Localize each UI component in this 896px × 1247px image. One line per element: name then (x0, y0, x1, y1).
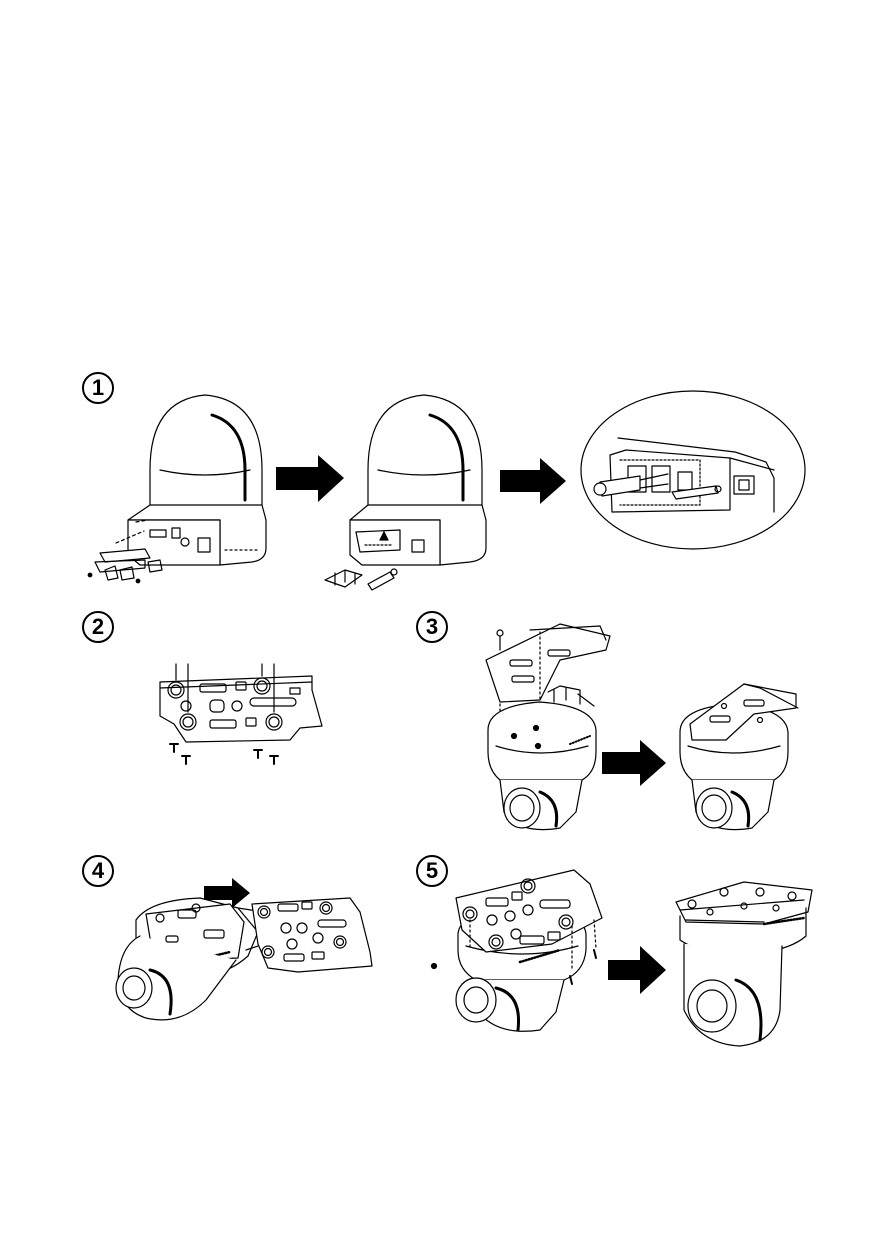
ptz-camera-icon (488, 686, 596, 830)
arrow-right-icon (276, 455, 344, 502)
ptz-camera-icon (680, 684, 798, 830)
ptz-camera-icon (116, 898, 264, 1020)
ptz-camera-icon (128, 395, 266, 565)
ptz-camera-icon (350, 395, 486, 565)
cable-connectors (325, 569, 397, 590)
screw-icon (170, 744, 278, 764)
connector-detail-zoom (581, 391, 805, 549)
mounting-plate-icon (252, 898, 372, 972)
arrow-right-icon (602, 740, 666, 786)
ptz-camera-icon (676, 882, 812, 1046)
mounting-plate-icon (160, 664, 322, 742)
arrow-right-icon (608, 946, 666, 994)
arrow-right-icon (500, 458, 566, 504)
